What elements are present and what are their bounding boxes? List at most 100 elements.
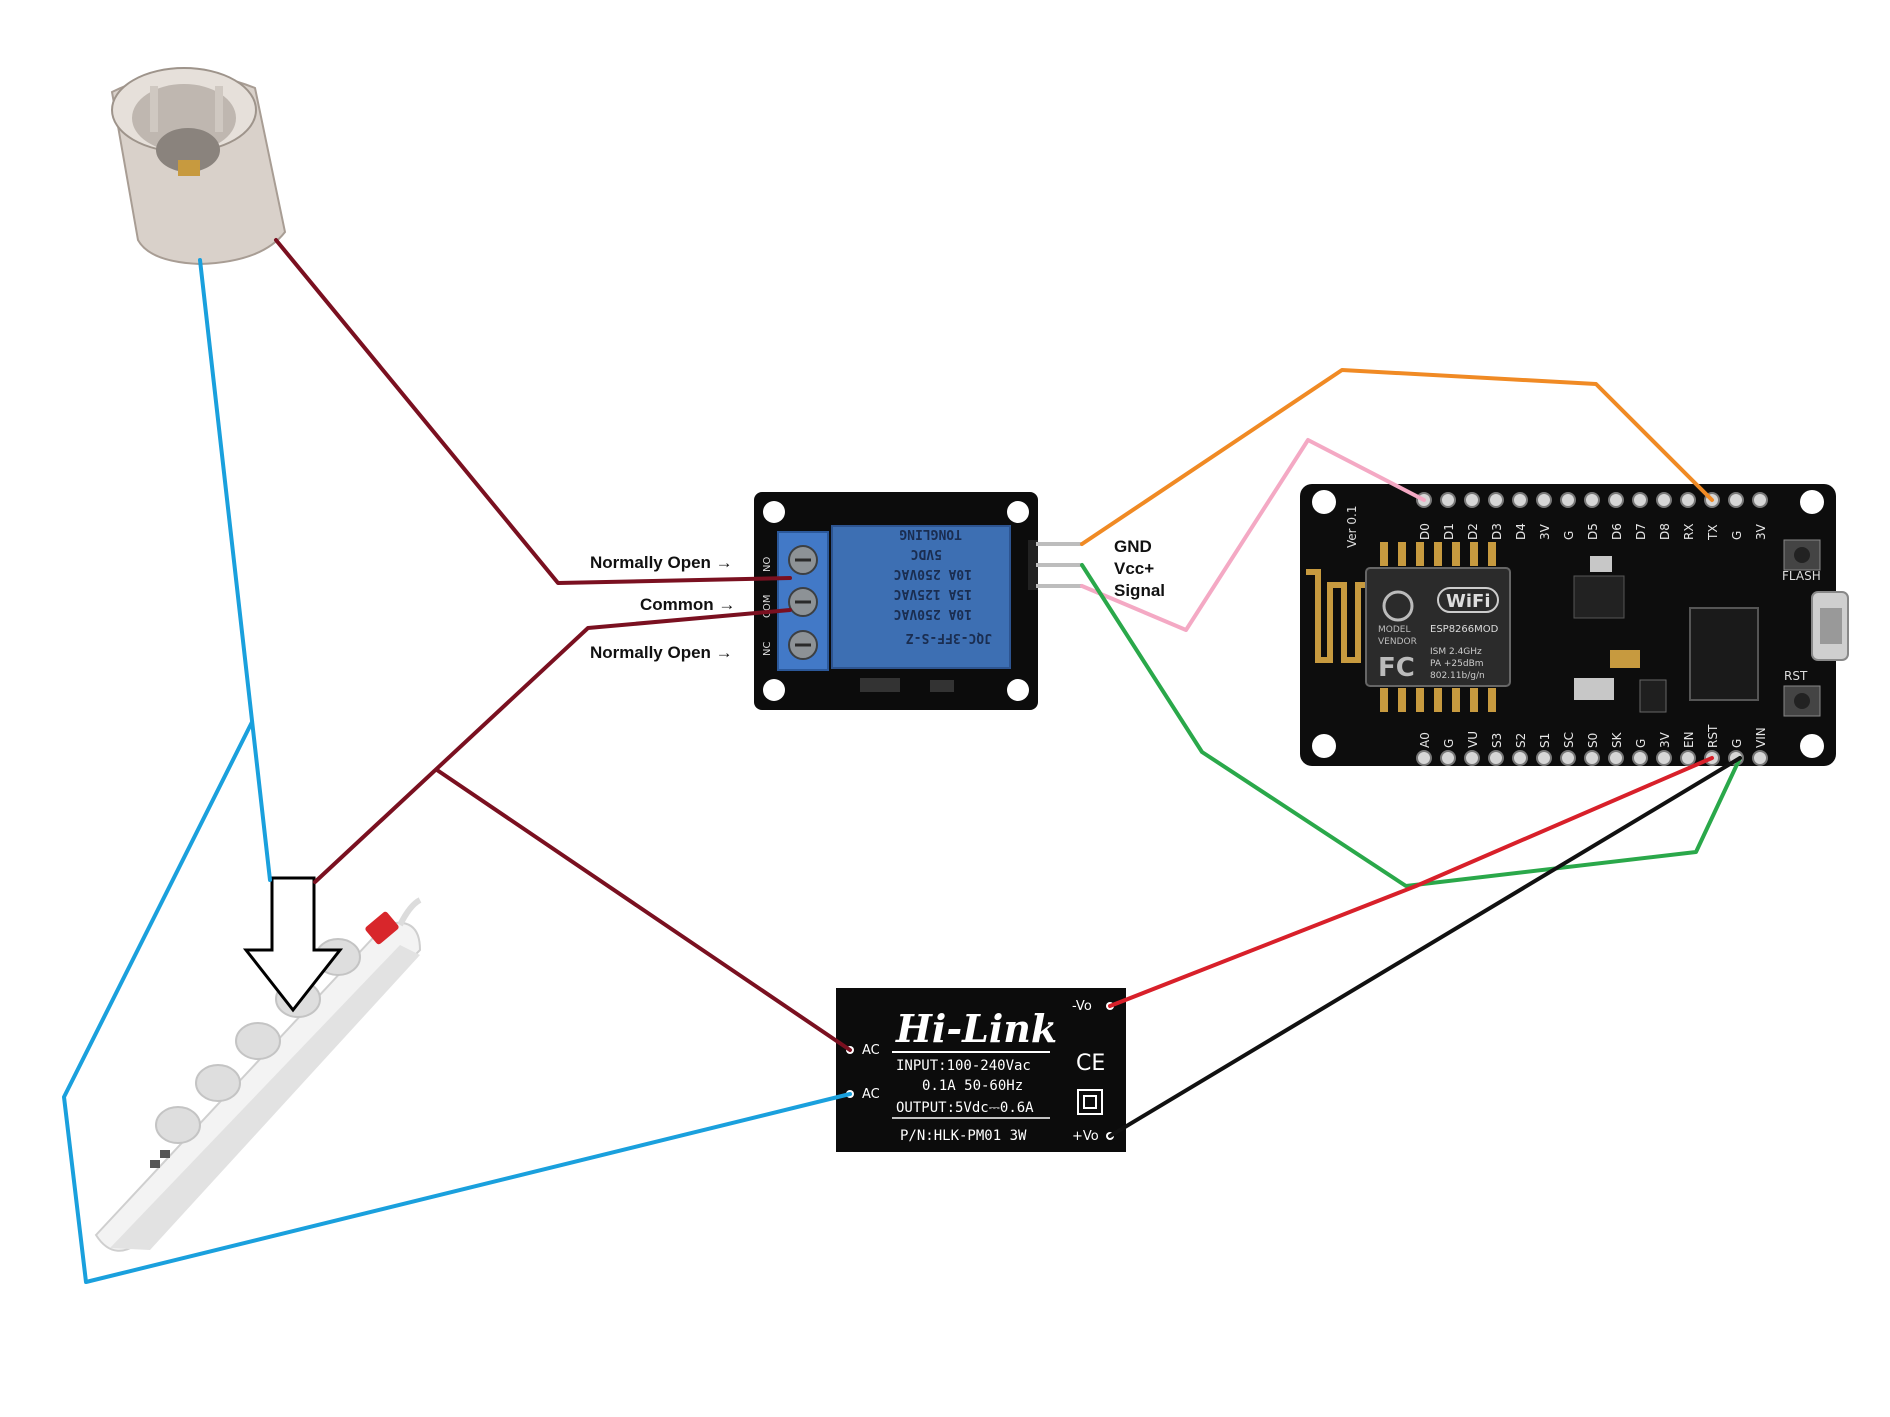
pin-label: S2 [1514,733,1528,748]
vo-minus-label: -Vo [1072,999,1092,1014]
label-gnd: GND [1114,537,1152,556]
pin-label: D6 [1610,523,1624,540]
hilink-brand: Hi-Link [895,1006,1057,1051]
hot-wire-branch-to-hilink [435,768,852,1052]
pa-label: PA +25dBm [1430,659,1484,669]
hilink-power-module: Hi-Link INPUT:100-240Vac 0.1A 50-60Hz OU… [836,988,1126,1152]
relay-module: JQC-3FF-S-Z 10A 250VAC 15A 125VAC 10A 25… [754,492,1082,710]
pin-hole [1464,492,1480,508]
version-label: Ver 0.1 [1345,506,1359,549]
ac-label-2: AC [862,1087,880,1102]
pin-label: VIN [1754,727,1768,748]
pin-hole [1752,492,1768,508]
pin-label: G [1562,531,1576,540]
chip-label: ESP8266MOD [1430,624,1499,635]
pin-hole [1512,750,1528,766]
pin-hole [1536,750,1552,766]
vendor-label: VENDOR [1378,637,1417,647]
ce-mark: CE [1076,1051,1105,1076]
pin-hole [1440,492,1456,508]
rst-label: RST [1784,669,1808,683]
signal-wire [1080,438,1426,632]
label-common: Common → [640,595,735,614]
wifi-std-label: 802.11b/g/n [1430,671,1485,681]
pin-hole [1488,750,1504,766]
ism-label: ISM 2.4GHz [1430,647,1482,657]
red-wire-vo-to-nodemcu [1108,756,1714,1008]
pin-label: D3 [1490,523,1504,540]
ac-label-1: AC [862,1043,880,1058]
pin-label: 3V [1658,731,1672,748]
pin-label: G [1634,739,1648,748]
pin-label: EN [1682,731,1696,748]
pin-label: VU [1466,731,1480,748]
relay-rating-2: 15A 125VAC [894,586,972,601]
pin-hole [1608,750,1624,766]
relay-model-text: JQC-3FF-S-Z [906,630,992,645]
pin-label: D5 [1586,523,1600,540]
pin-hole [1560,492,1576,508]
fc-logo: FC [1378,653,1415,683]
pin-hole [1656,750,1672,766]
relay-term-com: COM [762,595,773,618]
pin-label: D7 [1634,523,1648,540]
relay-term-nc: NC [762,642,773,656]
pin-label: G [1730,739,1744,748]
black-wire-vo-to-nodemcu [1108,756,1742,1138]
pin-hole [1560,750,1576,766]
pin-label: D2 [1466,523,1480,540]
pin-label: SC [1562,732,1576,748]
wifi-logo-text: WiFi [1446,591,1491,612]
pin-label: D0 [1418,523,1432,540]
nodemcu-board: WiFi MODEL VENDOR ESP8266MOD FC ISM 2.4G… [1300,484,1849,766]
hilink-current: 0.1A 50-60Hz [922,1078,1023,1094]
pin-hole [1584,750,1600,766]
relay-brand-text: TONGLING [899,526,962,541]
flash-label: FLASH [1782,569,1821,583]
relay-rating-1: 10A 250VAC [894,606,972,621]
pin-label: RX [1682,523,1696,540]
neutral-wire-loop-to-hilink [62,720,852,1284]
label-vcc: Vcc+ [1114,559,1154,578]
pin-label: A0 [1418,732,1432,748]
pin-label: G [1442,739,1456,748]
pin-hole [1608,492,1624,508]
relay-term-no: NO [762,557,773,572]
pin-label: G [1730,531,1744,540]
relay-rating-3: 10A 250VAC [894,566,972,581]
pin-label: 3V [1538,523,1552,540]
pin-hole [1416,750,1432,766]
pin-hole [1584,492,1600,508]
lamp-socket [110,67,287,266]
pin-hole [1440,750,1456,766]
hilink-input: INPUT:100-240Vac [896,1058,1031,1074]
label-signal: Signal [1114,581,1165,600]
pin-hole [1488,492,1504,508]
relay-rating-4: 5VDC [911,546,942,561]
pin-label: D1 [1442,523,1456,540]
pin-label: 3V [1754,523,1768,540]
vcc-wire [1080,563,1742,888]
hilink-pn: P/N:HLK-PM01 3W [900,1128,1027,1144]
pin-hole [1680,750,1696,766]
pin-hole [1728,492,1744,508]
pin-label: TX [1706,524,1720,541]
pin-label: D4 [1514,523,1528,540]
plug-arrow [242,876,344,1013]
pin-hole [1536,492,1552,508]
hot-wire-lamp-to-relay [274,238,792,585]
pin-label: S3 [1490,733,1504,748]
pin-label: RST [1706,724,1720,748]
pin-label: D8 [1658,523,1672,540]
pin-hole [1512,492,1528,508]
pin-label: S1 [1538,733,1552,748]
pin-hole [1464,750,1480,766]
pin-label: S0 [1586,733,1600,748]
pin-label: SK [1610,731,1624,748]
vo-plus-label: +Vo [1072,1129,1099,1144]
label-normally-open-bottom: Normally Open → [590,643,733,662]
pin-hole [1632,750,1648,766]
pin-hole [1656,492,1672,508]
power-strip [94,897,422,1252]
